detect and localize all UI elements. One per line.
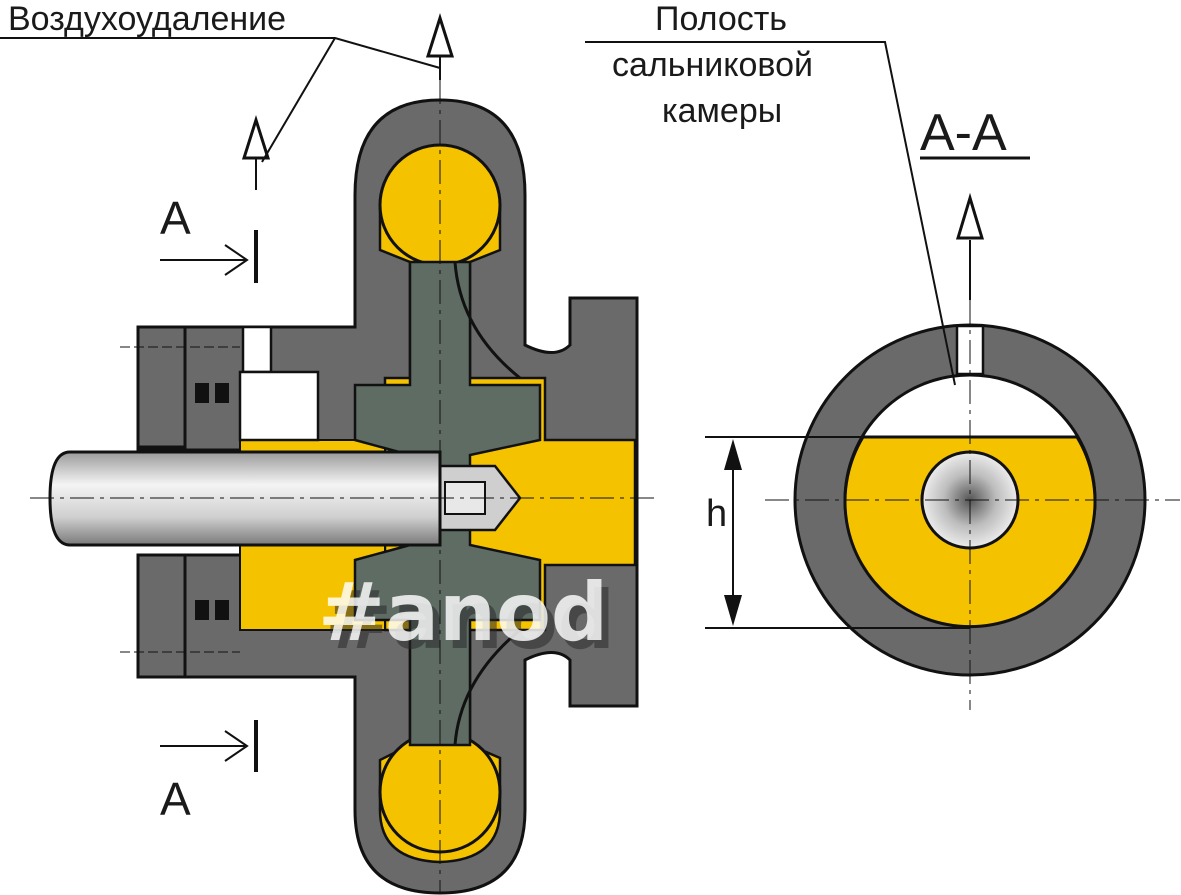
packing-top-1 [195,383,209,403]
cavity-leader [585,41,956,386]
watermark: #anod #anod [318,566,615,667]
vent-arrow-top [425,13,455,58]
gland-top [136,325,187,449]
cross-section-a-a: А-А [765,104,1180,710]
packing-bottom-2 [215,600,229,620]
cavity-label-3: камеры [662,92,782,130]
air-removal-callout: Воздухоудаление [0,0,455,190]
cavity-label-1: Полость [655,0,787,38]
gland-air-pocket [238,370,320,442]
vent-arrow-left [241,115,271,160]
cavity-callout: Полость сальниковой камеры [585,0,956,386]
packing-top-2 [215,383,229,403]
watermark-shadow: #anod [325,574,615,667]
air-removal-leader-2 [261,37,336,163]
gland-bottom [136,553,187,679]
cut-arrowhead-bottom [224,730,249,762]
height-label: h [706,493,727,535]
air-removal-leader [0,37,441,69]
section-mark-top: А [160,192,191,244]
dim-arrow-top [724,439,742,470]
cut-arrowhead-top [224,244,249,276]
watermark-text: #anod [318,566,608,659]
section-title: А-А [920,104,1007,162]
section-mark-bottom: А [160,773,191,825]
packing-bottom-1 [195,600,209,620]
height-dimension: h [705,436,1077,629]
cavity-label-2: сальниковой [612,46,813,84]
impeller-vane-top [453,261,521,380]
impeller-vane-bottom [453,628,521,746]
air-removal-label: Воздухоудаление [8,0,286,38]
dim-arrow-bottom [724,595,742,626]
section-cut-marks: А А [160,192,258,825]
air-channel-left [241,325,273,374]
pump-longitudinal-section [30,80,660,895]
section-vent-arrow [955,192,985,240]
